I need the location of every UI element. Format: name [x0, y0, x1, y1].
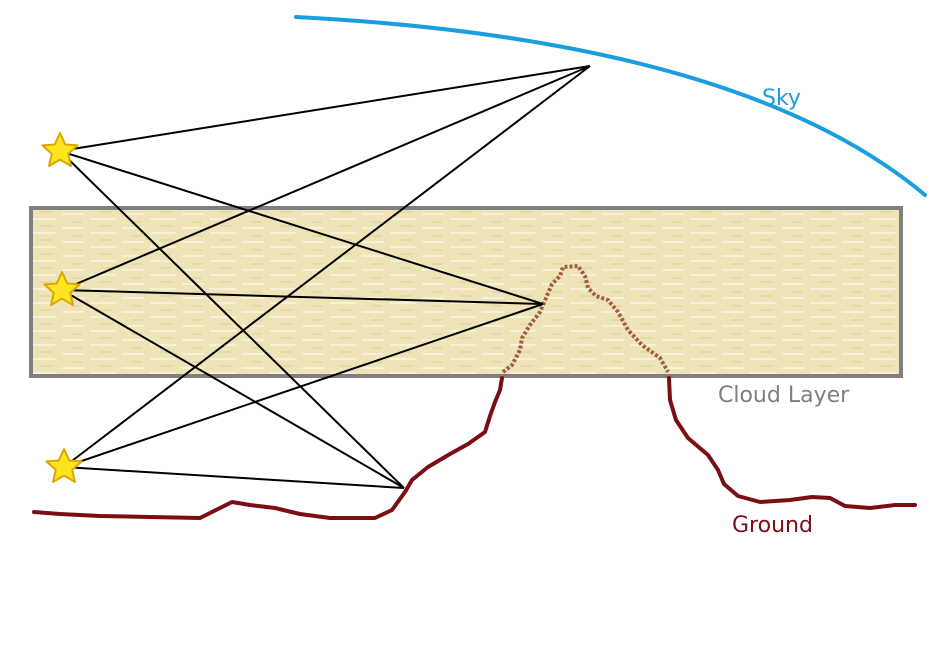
sky-arc	[294, 15, 927, 197]
rays	[59, 65, 591, 489]
mountain-hidden-outline	[501, 264, 670, 374]
cloud-layer	[29, 206, 903, 378]
ray-star1-cloud	[59, 150, 544, 305]
ground-label: Ground	[732, 513, 813, 538]
ray-star3-ground	[63, 466, 405, 489]
star-top-icon	[41, 132, 79, 167]
ground-line-left	[32, 376, 504, 520]
star-top	[41, 132, 79, 167]
star-bottom	[45, 448, 83, 483]
ray-star3-sky	[63, 65, 591, 468]
ray-star1-sky	[59, 65, 591, 152]
ray-star2-sky	[61, 65, 591, 291]
ray-star2-cloud	[61, 289, 544, 305]
ground-line-right	[667, 376, 917, 510]
ray-star1-ground	[59, 150, 405, 489]
ray-star3-cloud	[63, 303, 544, 468]
star-bottom-icon	[45, 448, 83, 483]
star-middle-icon	[43, 271, 81, 306]
cloud-layer-label: Cloud Layer	[718, 383, 850, 408]
ray-star2-ground	[61, 289, 405, 489]
sky-label: Sky	[762, 86, 801, 111]
star-middle	[43, 271, 81, 306]
